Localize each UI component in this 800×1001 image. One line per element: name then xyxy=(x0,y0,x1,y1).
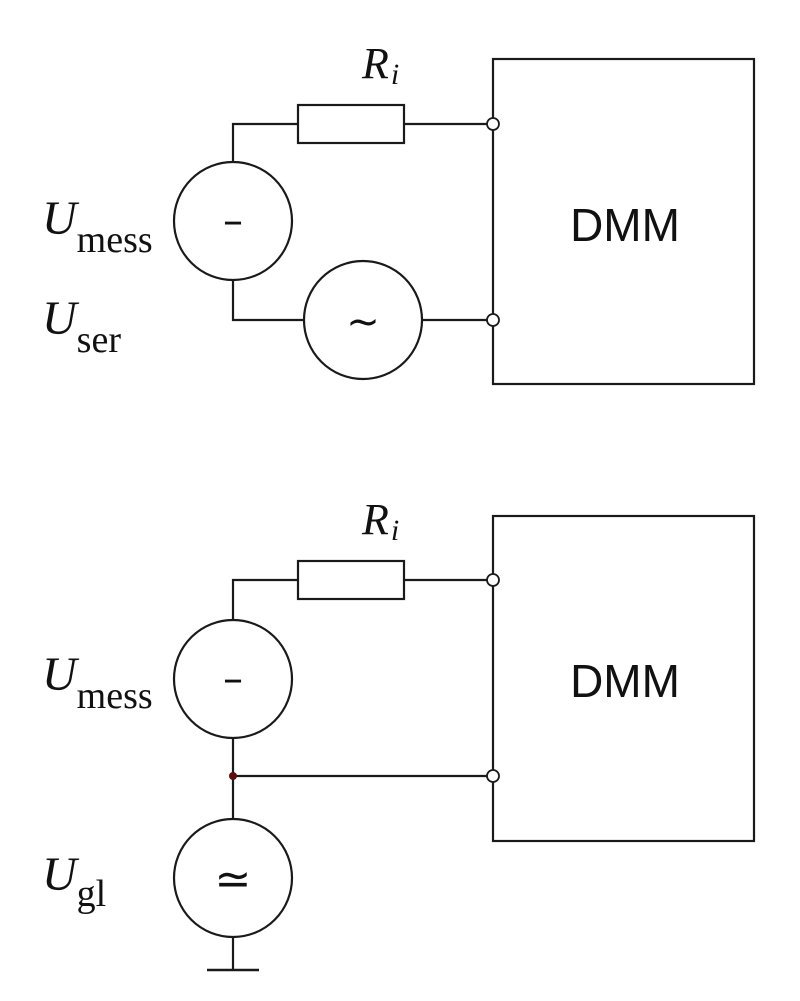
top-wire-source-to-ac-source xyxy=(231,280,304,322)
bottom-dmm-label: DMM xyxy=(570,655,680,707)
bottom-resistor xyxy=(296,559,406,601)
top-ac-source-label: User xyxy=(42,292,121,361)
bottom-junction-dot xyxy=(229,772,237,780)
bottom-dc-source xyxy=(172,618,294,740)
top-resistor xyxy=(296,103,406,145)
top-ac-source xyxy=(302,259,424,381)
bottom-dmm-box xyxy=(491,514,756,843)
bottom-terminal-upper xyxy=(486,573,500,587)
top-circuit: Ri – Umess ~ User DMM xyxy=(42,39,756,386)
top-dmm-label: DMM xyxy=(570,199,680,251)
top-dc-symbol: – xyxy=(223,198,243,244)
bottom-resistor-label: Ri xyxy=(361,495,399,547)
top-dc-source xyxy=(172,160,294,282)
bottom-mixed-source xyxy=(172,817,294,939)
top-terminal-upper xyxy=(486,117,500,131)
top-dc-source-label: Umess xyxy=(42,192,153,261)
bottom-mixed-symbol: ≃ xyxy=(215,854,252,905)
bottom-mixed-source-label: Ugl xyxy=(42,848,106,915)
top-resistor-label: Ri xyxy=(361,39,399,91)
bottom-terminal-lower xyxy=(486,769,500,783)
bottom-circuit: Ri – Umess ≃ Ugl DMM xyxy=(42,495,756,972)
top-terminal-lower xyxy=(486,313,500,327)
bottom-wire-source-to-resistor xyxy=(231,578,298,620)
top-ac-symbol: ~ xyxy=(346,299,380,345)
bottom-dc-symbol: – xyxy=(223,656,243,702)
top-dmm-box xyxy=(491,57,756,386)
top-wire-source-to-resistor xyxy=(231,122,298,163)
bottom-dc-source-label: Umess xyxy=(42,648,153,717)
